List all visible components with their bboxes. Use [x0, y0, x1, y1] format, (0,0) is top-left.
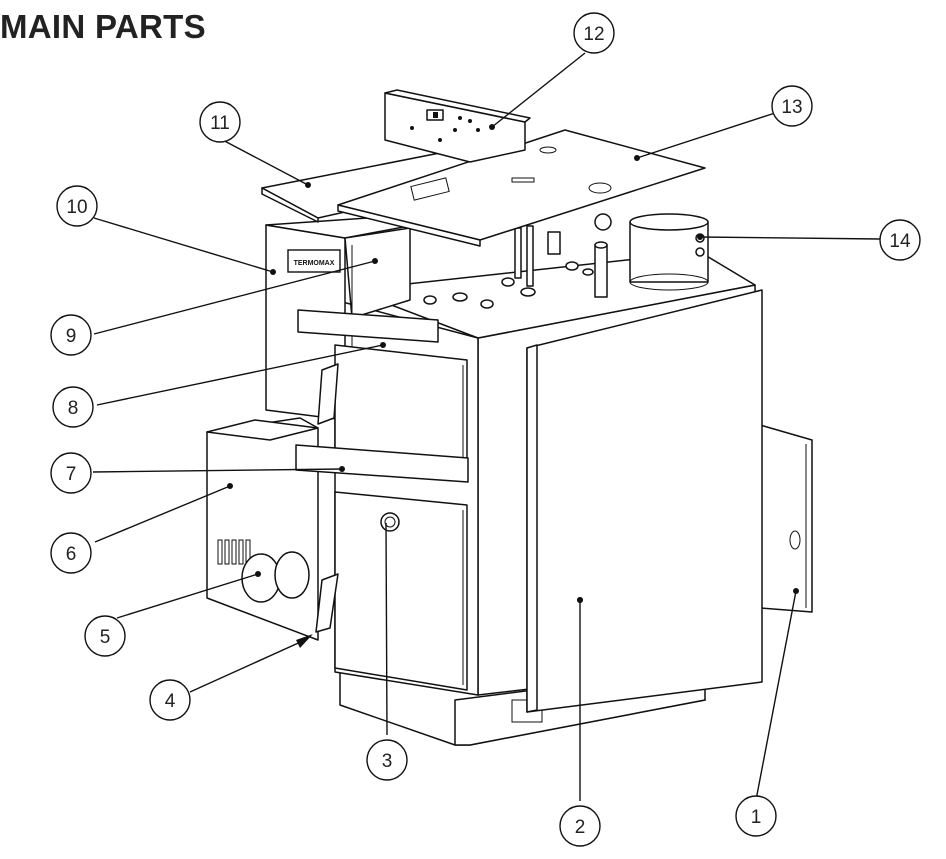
callout-14: 14 [879, 219, 921, 261]
upper-door [317, 344, 468, 463]
flue-collar [629, 213, 709, 291]
callout-7: 7 [50, 452, 92, 494]
callout-3: 3 [366, 739, 408, 781]
svg-text:10: 10 [66, 197, 87, 218]
front-strips [295, 309, 469, 483]
leader-dots [227, 124, 799, 603]
callout-13: 13 [771, 85, 813, 127]
rear-panel [759, 424, 813, 613]
leader-lines [92, 52, 881, 801]
svg-text:9: 9 [66, 326, 77, 347]
callout-9: 9 [50, 314, 92, 356]
control-panel [384, 89, 531, 163]
callout-1: 1 [735, 795, 777, 837]
callout-11: 11 [199, 101, 241, 143]
callout-6: 6 [50, 532, 92, 574]
callout-8: 8 [52, 386, 94, 428]
svg-text:4: 4 [165, 691, 176, 712]
svg-text:14: 14 [889, 231, 911, 252]
svg-text:2: 2 [575, 817, 586, 838]
lower-door [315, 491, 468, 691]
svg-text:5: 5 [100, 627, 111, 648]
svg-text:3: 3 [382, 751, 393, 772]
svg-text:6: 6 [66, 544, 77, 565]
svg-text:7: 7 [66, 464, 77, 485]
side-box [206, 417, 319, 641]
callout-10: 10 [56, 185, 98, 227]
callout-5: 5 [84, 615, 126, 657]
svg-text:13: 13 [781, 97, 802, 118]
top-panel-main [337, 129, 706, 247]
svg-text:8: 8 [68, 398, 79, 419]
callout-2: 2 [559, 805, 601, 847]
callout-12: 12 [573, 12, 615, 54]
svg-text:12: 12 [583, 24, 604, 45]
callout-4: 4 [149, 679, 191, 721]
side-panel [526, 289, 763, 713]
svg-text:1: 1 [751, 807, 762, 828]
page-title: MAIN PARTS [0, 8, 206, 45]
top-fittings [423, 213, 612, 309]
brand-label: TERMOMAX [294, 260, 335, 267]
svg-text:11: 11 [210, 113, 230, 134]
